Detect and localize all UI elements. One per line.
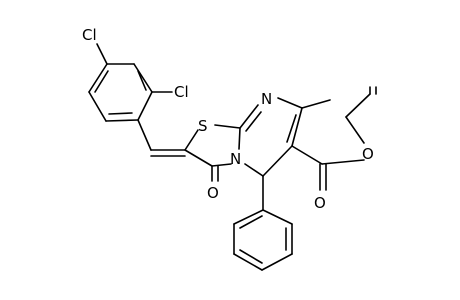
- ester-carbon-bond: [291, 145, 323, 165]
- sulfur-label: S: [198, 117, 208, 135]
- allyl-bond-2: [345, 93, 371, 118]
- ester-carbonyl-oxygen-label: O: [314, 194, 326, 212]
- nitrogen-ring-label: N: [261, 90, 272, 108]
- allyl-bond-1: [345, 116, 365, 144]
- phenyl-ring: [233, 209, 293, 271]
- ketone-oxygen-label: O: [207, 184, 219, 202]
- cl-ortho-label: Cl: [174, 83, 189, 101]
- benzylidene-bond: [137, 119, 152, 151]
- cl-para-bond: [96, 43, 108, 65]
- allyl-double-bond: [369, 86, 377, 95]
- pyrimidine-ring: [239, 97, 303, 177]
- ester-ether-bond: [321, 159, 365, 165]
- exocyclic-double-bond: [150, 149, 186, 157]
- methyl-bond: [301, 99, 331, 109]
- cl-para-label: Cl: [82, 26, 97, 44]
- ester-ether-oxygen-label: O: [362, 145, 374, 163]
- nitrogen-fused-label: N: [230, 150, 241, 168]
- thiazole-ring: [184, 124, 241, 167]
- dichlorophenyl-ring: [88, 63, 153, 122]
- ketone-double-bond: [211, 165, 219, 182]
- ester-carbonyl-double-bond: [319, 163, 327, 191]
